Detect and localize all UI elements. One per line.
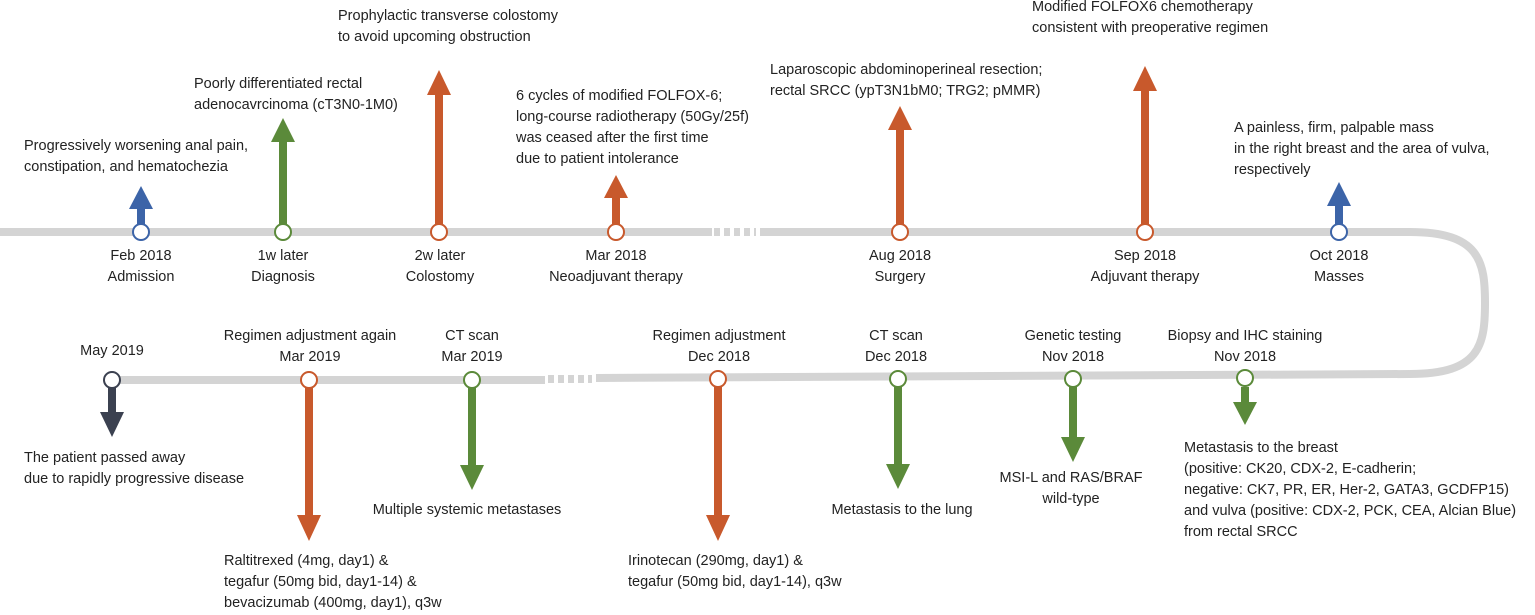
node-masses [1330,223,1348,241]
arrow-ct-mar [460,388,484,490]
node-admission [132,223,150,241]
node-genetic [1064,370,1082,388]
node-adjuvant [1136,223,1154,241]
arrow-admission [129,186,153,225]
note-regimen-dec: Irinotecan (290mg, day1) &tegafur (50mg … [628,553,842,590]
arrow-neoadjuvant [604,175,628,225]
note-ct-mar: Multiple systemic metastases [372,502,562,518]
arrow-colostomy [427,70,451,225]
arrow-genetic [1061,387,1085,462]
node-death [103,371,121,389]
arrow-biopsy [1233,387,1257,425]
note-biopsy: Metastasis to the breast(positive: CK20,… [1184,440,1517,540]
node-colostomy [430,223,448,241]
label-death: May 2019 [80,343,144,359]
node-biopsy [1236,369,1254,387]
note-surgery: Laparoscopic abdominoperineal resection;… [770,62,1043,99]
node-regimen-dec [709,370,727,388]
node-surgery [891,223,909,241]
arrow-surgery [888,106,912,225]
track-curve [1409,228,1490,378]
node-ct-mar [463,371,481,389]
arrow-diagnosis [271,118,295,225]
arrow-regimen-dec [706,387,730,541]
node-regimen-mar [300,371,318,389]
note-ct-dec: Metastasis to the lung [831,502,973,518]
note-neoadjuvant: 6 cycles of modified FOLFOX-6;long-cours… [516,88,749,167]
arrow-adjuvant [1133,66,1157,225]
note-regimen-mar: Raltitrexed (4mg, day1) &tegafur (50mg b… [224,553,442,611]
note-admission: Progressively worsening anal pain,consti… [24,138,249,175]
node-neoadjuvant [607,223,625,241]
arrow-masses [1327,182,1351,225]
arrow-ct-dec [886,387,910,489]
arrow-death [100,388,124,437]
node-diagnosis [274,223,292,241]
arrow-regimen-mar [297,388,321,541]
node-ct-dec [889,370,907,388]
